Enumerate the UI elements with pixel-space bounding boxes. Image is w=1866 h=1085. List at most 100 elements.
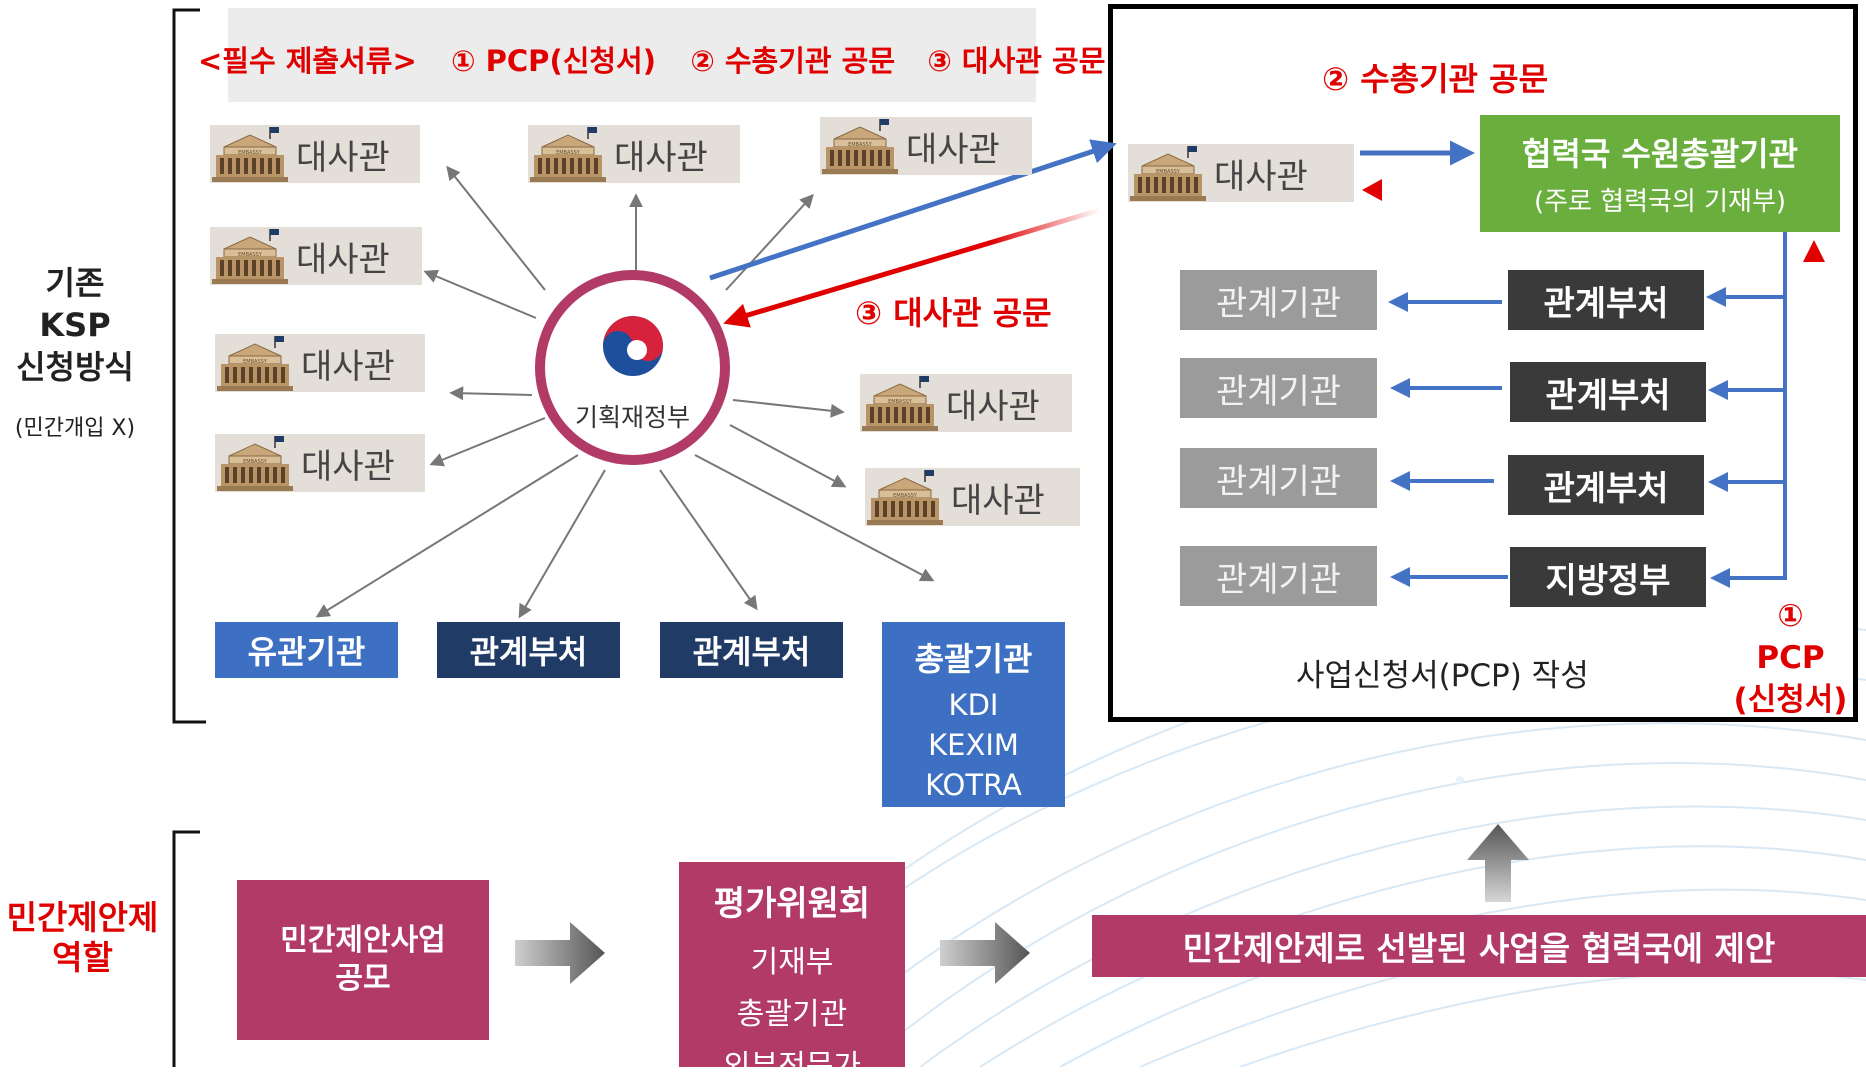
evaluation-committee-box: 평가위원회 기재부 총괄기관 외부전문가 [679,862,905,1084]
spoke-arrow [449,386,533,401]
pcp-side-title: PCP [1756,640,1825,676]
embassy-card-top-right: EMBASSY 대사관 [820,117,1032,175]
existing-label-line3: 신청방식 [16,348,134,386]
required-docs-banner [228,8,1036,102]
spoke-arrow [315,454,579,618]
ministry-box-1: 관계부처 [437,622,620,678]
recipient-agency-title: 협력국 수원총괄기관 [1521,135,1799,173]
partner-ministry-box-2: 관계부처 [1510,362,1706,422]
embassy-label: 대사관 [906,129,1000,170]
existing-label-line2: KSP [39,306,111,344]
ministry-label-1: 관계부처 [469,633,588,671]
embassy-letter-label: ③ 대사관 공문 [855,294,1052,332]
embassy-sign: EMBASSY [238,150,263,156]
private-label-line2: 역할 [52,938,113,977]
embassy-label: 대사관 [296,137,390,178]
embassy-card-partner: EMBASSY 대사관 [1128,144,1354,202]
spoke-arrow [423,269,537,319]
spoke-arrow [446,165,546,291]
related-org-box-4: 관계기관 [1180,546,1377,606]
private-label-line1: 민간제안제 [6,898,159,937]
embassy-building-icon: EMBASSY [212,127,288,182]
moef-circle: 기획재정부 [535,270,730,465]
embassy-card-top-center: EMBASSY 대사관 [528,125,740,183]
embassy-label: 대사관 [614,137,708,178]
evaluation-member-moef: 기재부 [750,945,834,980]
coordinator-item-kexim: KEXIM [928,728,1019,762]
coordinator-box: 총괄기관 KDI KEXIM KOTRA [882,622,1065,807]
government-emblem-icon [603,316,663,376]
related-org-label: 관계기관 [1215,283,1342,324]
spoke-arrow [732,399,845,418]
spoke-arrow [725,193,814,291]
embassy-building-icon: EMBASSY [217,336,293,391]
flow-arrow-icon [940,922,1030,984]
red-arrow-embassy-letter [737,207,1101,321]
embassy-building-icon: EMBASSY [867,470,943,525]
bracket-existing [172,8,206,724]
up-arrow-icon [1467,824,1529,902]
evaluation-member-experts: 외부전문가 [723,1049,861,1084]
embassy-sign: EMBASSY [848,142,873,148]
private-role-label: 민간제안제 역할 [0,898,165,978]
required-doc-1: ① PCP(신청서) [451,44,656,78]
partner-ministry-box-3: 관계부처 [1508,455,1704,515]
spoke-arrow [659,469,758,611]
embassy-sign: EMBASSY [1156,169,1181,175]
partner-ministry-label: 관계부처 [1545,375,1671,416]
private-proposal-call-box: 민간제안사업 공모 [237,880,489,1040]
agency-letter-label: ② 수총기관 공문 [1322,60,1549,98]
pcp-side-sub: (신청서) [1733,682,1848,718]
related-org-label: 관계기관 [1215,371,1342,412]
required-doc-2: ② 수총기관 공문 [690,44,896,78]
required-docs-text: <필수 제출서류> ① PCP(신청서) ② 수총기관 공문 ③ 대사관 공문 [198,38,1105,80]
embassy-sign: EMBASSY [888,399,913,405]
moef-label: 기획재정부 [574,403,690,432]
local-government-box: 지방정부 [1510,547,1706,607]
embassy-label: 대사관 [946,386,1040,427]
related-agency-box: 유관기관 [215,622,398,678]
pcp-side-label: ① PCP (신청서) [1728,595,1853,721]
embassy-building-icon: EMBASSY [212,229,288,284]
related-org-label: 관계기관 [1215,559,1342,600]
existing-method-label: 기존 KSP 신청방식 [0,262,150,388]
related-org-box-2: 관계기관 [1180,358,1377,418]
partner-ministry-label: 관계부처 [1543,283,1669,324]
bracket-private [172,830,200,1067]
private-proposal-call-line2: 공모 [335,961,391,996]
embassy-building-icon: EMBASSY [530,127,606,182]
partner-ministry-box-1: 관계부처 [1508,270,1704,330]
partner-ministry-label: 관계부처 [1543,468,1669,509]
flow-arrow-icon [515,922,605,984]
required-docs-title: <필수 제출서류> [198,44,417,78]
embassy-sign: EMBASSY [556,150,581,156]
local-government-label: 지방정부 [1545,560,1671,601]
embassy-building-icon: EMBASSY [822,119,898,174]
spoke-arrow [694,454,935,582]
coordinator-title: 총괄기관 [914,640,1033,678]
existing-label-line1: 기존 [45,264,105,302]
related-org-box-1: 관계기관 [1180,270,1377,330]
recipient-agency-box: 협력국 수원총괄기관 (주로 협력국의 기재부) [1480,115,1840,232]
blue-arrow-to-embassy [709,139,1117,281]
pcp-caption: 사업신청서(PCP) 작성 [1296,658,1589,694]
existing-note: (민간개입 X) [14,416,136,441]
pcp-side-number: ① [1777,598,1804,634]
embassy-label: 대사관 [1214,156,1308,197]
embassy-sign: EMBASSY [893,493,918,499]
ministry-label-2: 관계부처 [692,633,811,671]
embassy-label: 대사관 [301,346,395,387]
embassy-label: 대사관 [296,239,390,280]
required-doc-3: ③ 대사관 공문 [927,44,1106,78]
private-proposal-call-line1: 민간제안사업 [280,923,446,958]
embassy-building-icon: EMBASSY [217,436,293,491]
coordinator-item-kdi: KDI [948,688,999,722]
evaluation-member-coordinator: 총괄기관 [736,997,848,1032]
embassy-building-icon: EMBASSY [1130,146,1206,201]
ministry-box-2: 관계부처 [660,622,843,678]
proposal-to-partner-box: 민간제안제로 선발된 사업을 협력국에 제안 [1092,915,1866,977]
